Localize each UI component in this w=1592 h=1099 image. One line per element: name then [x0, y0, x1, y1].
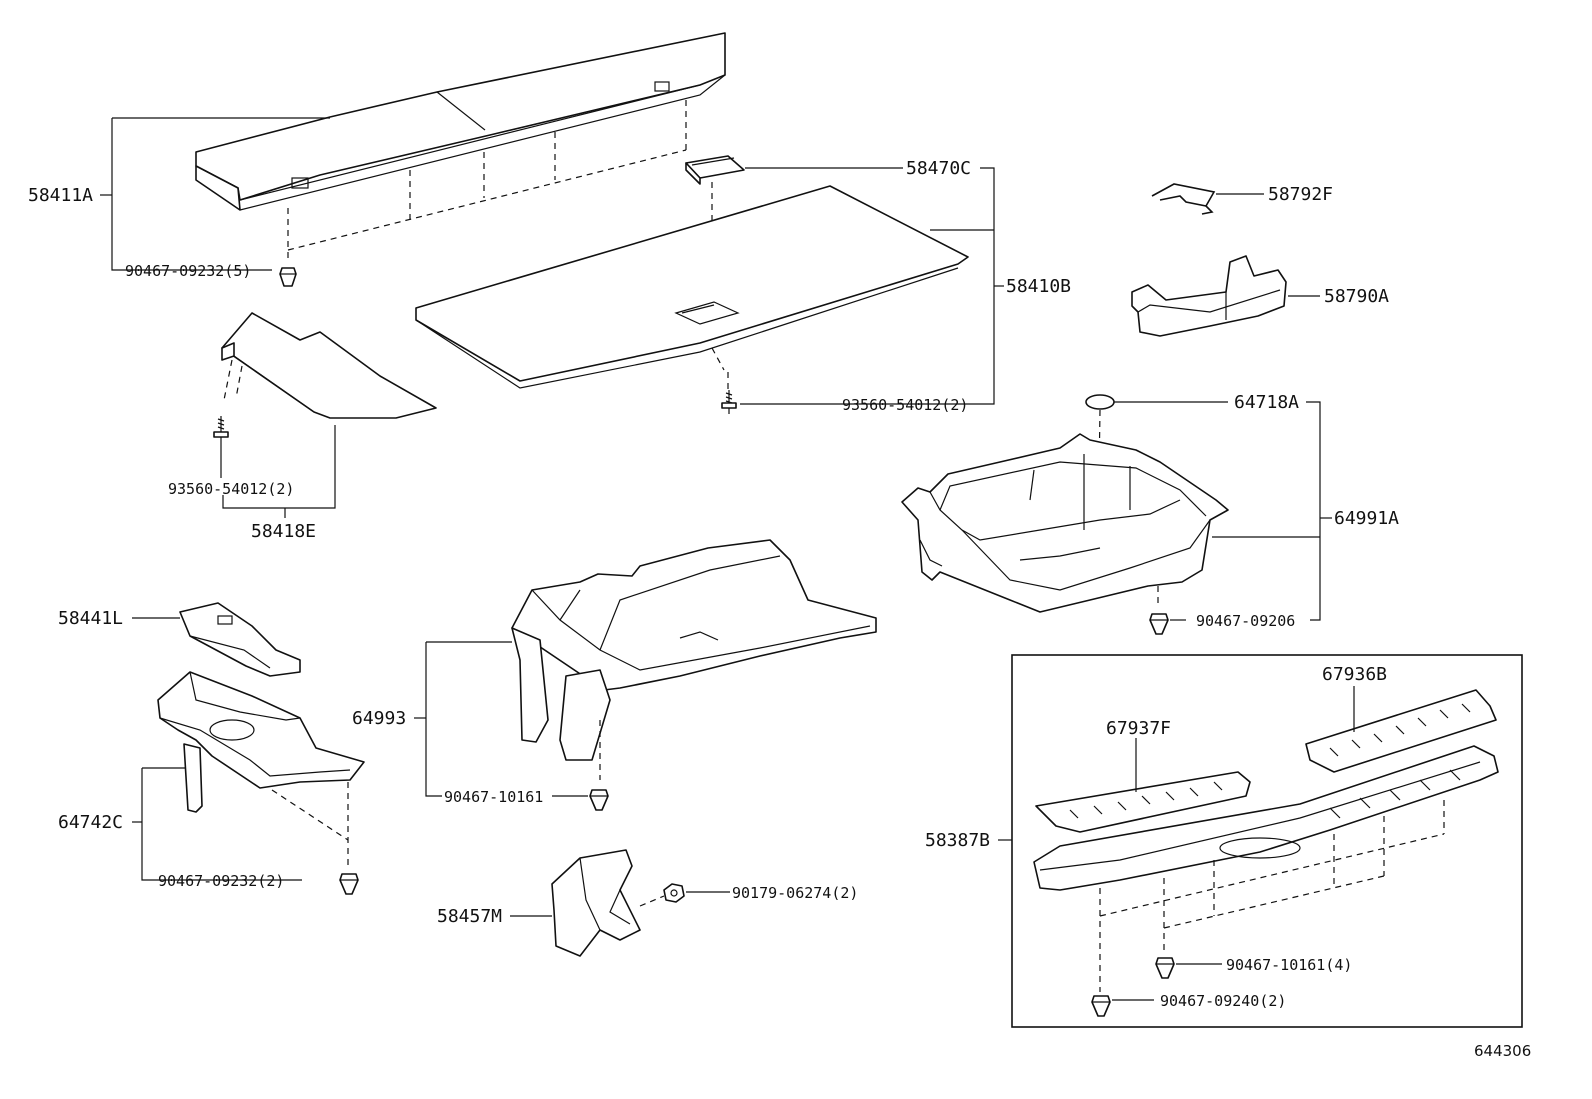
label-93560-54012-side[interactable]: 93560-54012(2): [168, 480, 294, 498]
clip-90467-10161-center[interactable]: [589, 789, 609, 811]
clip-90467-10161-4[interactable]: [1155, 957, 1175, 979]
clip-90467-09232-5[interactable]: [279, 267, 297, 287]
screw-93560-54012-side[interactable]: [213, 416, 229, 442]
dash-58410B: [711, 347, 725, 371]
label-58441L[interactable]: 58441L: [58, 608, 123, 629]
label-90467-10161-4[interactable]: 90467-10161(4): [1226, 956, 1352, 974]
label-64991A[interactable]: 64991A: [1334, 508, 1399, 529]
clip-90467-09240-2[interactable]: [1091, 995, 1111, 1017]
dashes-58387B: [1099, 800, 1445, 992]
part-67936B-scuff[interactable]: [1305, 689, 1497, 773]
label-64742C[interactable]: 64742C: [58, 812, 123, 833]
label-58410B[interactable]: 58410B: [1006, 276, 1071, 297]
dash-64742C-b: [271, 789, 349, 841]
figure-number: 644306: [1474, 1042, 1531, 1060]
part-58410B-deck-board[interactable]: [415, 185, 969, 389]
part-58411A-tonneau-panel[interactable]: [195, 32, 726, 211]
label-90467-09232-5[interactable]: 90467-09232(5): [125, 262, 251, 280]
leader-64993-bracket: [425, 642, 442, 797]
screw-93560-54012-deck[interactable]: [721, 390, 737, 414]
clip-90467-09232-2[interactable]: [339, 873, 359, 895]
label-58418E[interactable]: 58418E: [251, 521, 316, 542]
label-58792F[interactable]: 58792F: [1268, 184, 1333, 205]
part-58387B-sill-plate[interactable]: [1033, 745, 1499, 891]
part-67937F-scuff[interactable]: [1035, 771, 1251, 833]
part-58418E-side-panel[interactable]: [221, 312, 437, 419]
leader-64991A-bracket: [1306, 401, 1321, 621]
label-58790A[interactable]: 58790A: [1324, 286, 1389, 307]
label-64993[interactable]: 64993: [352, 708, 406, 729]
label-93560-54012-deck[interactable]: 93560-54012(2): [842, 396, 968, 414]
leader-58411A-bracket: [111, 118, 272, 271]
label-67937F[interactable]: 67937F: [1106, 718, 1171, 739]
leader-64742C-bracket: [141, 768, 302, 881]
label-58411A[interactable]: 58411A: [28, 185, 93, 206]
label-58387B[interactable]: 58387B: [925, 830, 990, 851]
label-90467-09232-2[interactable]: 90467-09232(2): [158, 872, 284, 890]
dash-58418E-b: [235, 365, 243, 399]
part-64742C-bracket[interactable]: [157, 671, 365, 813]
nut-90179-06274-2[interactable]: [663, 883, 685, 903]
label-67936B[interactable]: 67936B: [1322, 664, 1387, 685]
part-64993-center-support[interactable]: [511, 539, 877, 761]
label-90467-10161[interactable]: 90467-10161: [444, 788, 543, 806]
part-58441L-trim[interactable]: [179, 602, 301, 677]
plug-64718A[interactable]: [1085, 394, 1115, 410]
label-90467-09206[interactable]: 90467-09206: [1196, 612, 1295, 630]
label-64718A[interactable]: 64718A: [1234, 392, 1299, 413]
part-58470C-handle[interactable]: [685, 155, 745, 185]
label-90467-09240-2[interactable]: 90467-09240(2): [1160, 992, 1286, 1010]
label-58457M[interactable]: 58457M: [437, 906, 502, 927]
part-58792F-hook[interactable]: [1151, 183, 1216, 215]
label-58470C[interactable]: 58470C: [906, 158, 971, 179]
part-58790A-bracket[interactable]: [1131, 255, 1287, 337]
part-64991A-storage-tray[interactable]: [901, 433, 1229, 613]
dash-58457M: [639, 895, 665, 907]
dashes-58411A: [287, 100, 687, 262]
clip-90467-09206[interactable]: [1149, 613, 1169, 635]
label-90179-06274-2[interactable]: 90179-06274(2): [732, 884, 858, 902]
part-58457M-bracket[interactable]: [551, 849, 641, 957]
leader-58418E: [222, 425, 336, 509]
kit-box-58387B: [1011, 654, 1523, 1028]
dash-58418E: [223, 359, 233, 401]
